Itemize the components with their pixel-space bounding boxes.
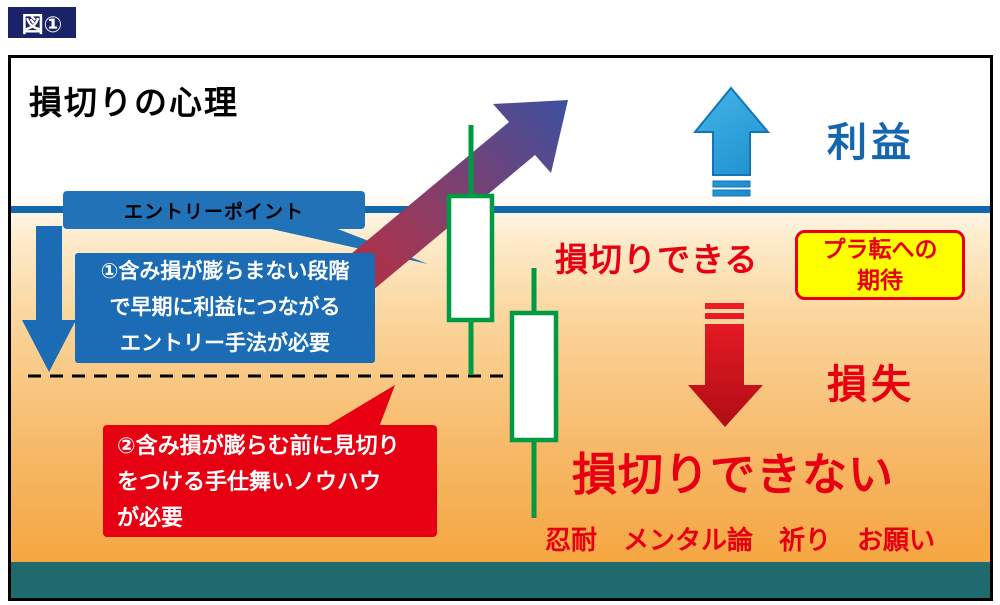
entry-point-callout: エントリーポイント: [63, 191, 365, 229]
entry-point-label: エントリーポイント: [123, 201, 304, 223]
expectation-box: プラ転への 期待: [795, 230, 965, 300]
diagram-title: 損切りの心理: [29, 84, 239, 121]
cannot-cut-loss-text: 損切りできない: [572, 449, 895, 500]
entry-drop-arrow-icon: [22, 226, 76, 372]
coping-words: 忍耐 メンタル論 祈り お願い: [545, 525, 936, 555]
loss-down-arrow-icon: [688, 303, 763, 427]
bottom-bar: [11, 562, 990, 598]
loss-label: 損失: [827, 363, 915, 407]
profit-label: 利益: [827, 121, 915, 165]
candlestick-2: [509, 268, 559, 518]
entry-price-line: [11, 206, 990, 213]
profit-up-arrow-icon: [692, 86, 771, 197]
exit-knowhow-note: ②含み損が膨らむ前に見切り をつける手仕舞いノウハウ が必要: [103, 425, 437, 537]
candlestick-1-body: [446, 193, 495, 323]
expectation-label: プラ転への 期待: [822, 236, 938, 293]
exit-callout-tail-icon: [320, 385, 395, 430]
candlestick-2-body: [509, 310, 559, 443]
diagram-frame: 損切りの心理 エントリーポイント ①含み損が膨らまない段階 で早期に利益につなが…: [8, 55, 993, 601]
can-cut-loss-text: 損切りできる: [555, 241, 759, 278]
entry-method-note: ①含み損が膨らまない段階 で早期に利益につながる エントリー手法が必要: [75, 253, 375, 363]
candlestick-1: [446, 125, 495, 375]
figure-badge: 図①: [8, 7, 76, 38]
